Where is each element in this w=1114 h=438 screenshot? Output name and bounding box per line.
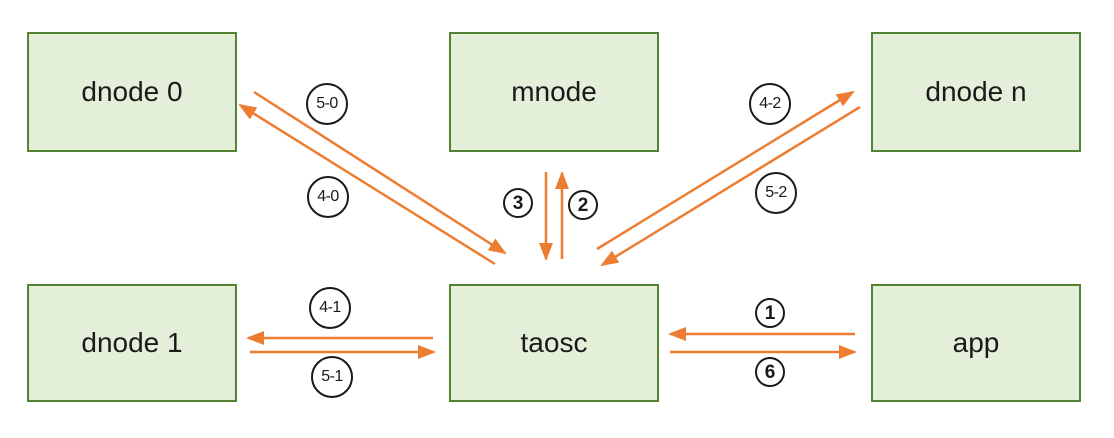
edge-label-5-1: 5-1 (311, 356, 353, 398)
node-dnode-n: dnode n (871, 32, 1081, 152)
node-dnode-n-label: dnode n (925, 76, 1027, 107)
edge-label-4-2: 4-2 (749, 83, 791, 125)
arrow-5-0-dnode0-to-taosc (253, 90, 507, 255)
arrow-4-2-taosc-to-dnoden (596, 90, 855, 251)
node-app: app (871, 284, 1081, 402)
arrow-5-2-dnoden-to-taosc (600, 105, 861, 267)
edge-label-4-0: 4-0 (307, 176, 349, 218)
node-app-label: app (952, 327, 1000, 358)
edge-label-5-0: 5-0 (306, 83, 348, 125)
edge-label-3: 3 (503, 188, 533, 218)
node-dnode-0-label: dnode 0 (81, 76, 183, 107)
edge-label-6: 6 (755, 357, 785, 387)
node-dnode-0: dnode 0 (27, 32, 237, 152)
node-dnode-1: dnode 1 (27, 284, 237, 402)
node-mnode: mnode (449, 32, 659, 152)
node-taosc: taosc (449, 284, 659, 402)
edge-label-1: 1 (755, 298, 785, 328)
arrow-4-0-taosc-to-dnode0 (238, 103, 496, 266)
edge-label-5-2: 5-2 (755, 172, 797, 214)
node-dnode-1-label: dnode 1 (81, 327, 183, 358)
node-mnode-label: mnode (511, 76, 597, 107)
edge-label-4-1: 4-1 (309, 287, 351, 329)
edge-label-2: 2 (568, 190, 598, 220)
node-taosc-label: taosc (520, 327, 588, 358)
